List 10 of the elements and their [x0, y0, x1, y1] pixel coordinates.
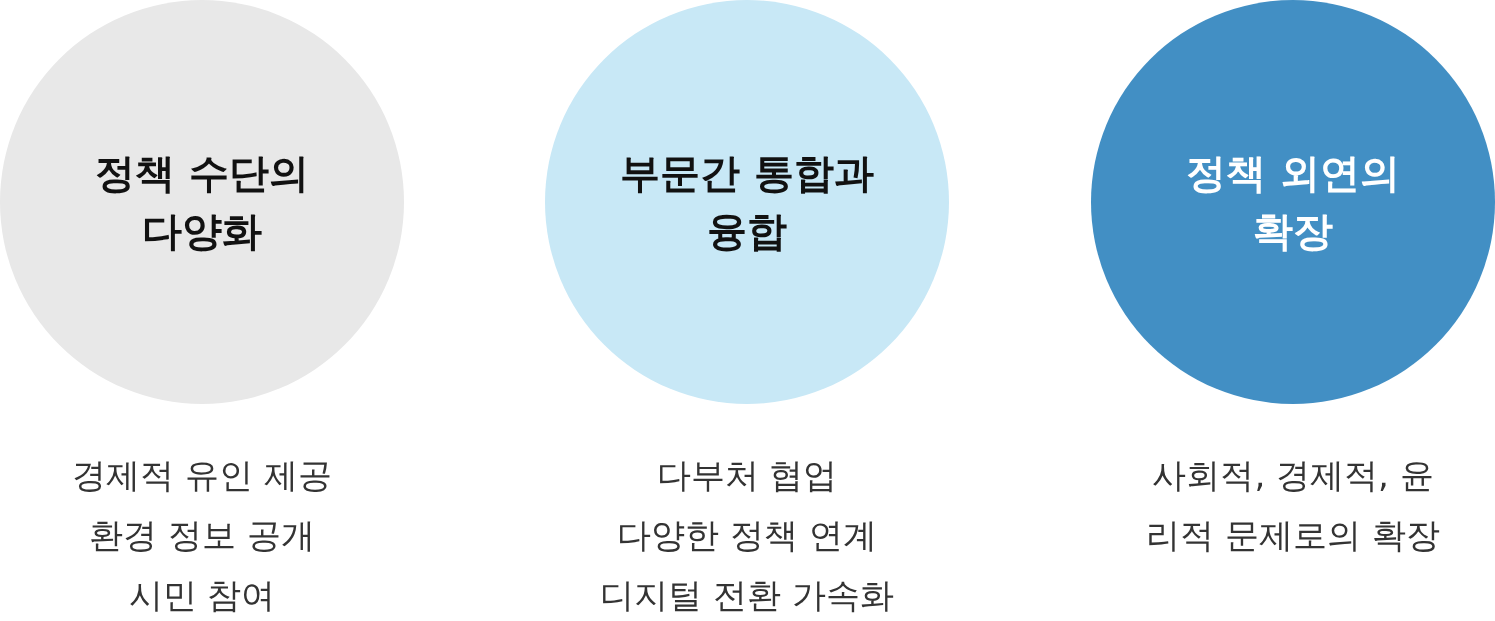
caption-text: 다양한 정책 연계: [617, 514, 877, 557]
circle-title: 부문간 통합과 융합: [619, 149, 875, 256]
caption-text: 디지털 전환 가속화: [600, 574, 894, 617]
caption-text: 환경 정보 공개: [89, 514, 315, 557]
caption-text: 경제적 유인 제공: [72, 454, 332, 497]
circle-title: 정책 외연의 확장: [1185, 149, 1401, 256]
circle-title: 정책 수단의 다양화: [94, 149, 310, 256]
caption-text: 사회적, 경제적, 윤리적 문제로의 확장: [1145, 454, 1441, 557]
caption-text: 다부처 협업: [656, 454, 838, 497]
caption-text: 시민 참여: [128, 574, 276, 617]
